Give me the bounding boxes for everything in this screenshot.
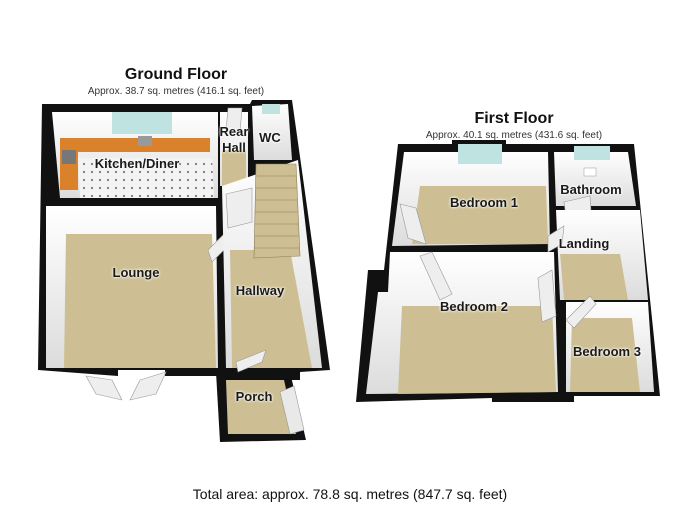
bedroom2-floor: [398, 306, 556, 394]
bedroom1-window: [458, 144, 502, 164]
room-label-bathroom: Bathroom: [560, 182, 622, 197]
kitchen-worktop: [60, 138, 210, 152]
porch-front-door: [279, 385, 305, 435]
hob: [62, 150, 76, 164]
porch-floor: [226, 380, 296, 434]
room-label-porch: Porch: [235, 389, 273, 404]
first-floor-plan: [356, 140, 660, 402]
room-label-hallway: Hallway: [235, 283, 285, 298]
lounge-front-door-right: [129, 371, 167, 401]
bedroom3-door: [565, 295, 597, 329]
total-area: Total area: approx. 78.8 sq. metres (847…: [192, 486, 508, 502]
bathroom-basin: [583, 167, 597, 177]
room-label-hall: Hall: [222, 140, 246, 155]
room-label-wc: WC: [259, 130, 281, 145]
bathroom-walls: [554, 152, 636, 206]
room-label-bedroom-1: Bedroom 1: [450, 195, 518, 210]
wc-window: [262, 104, 280, 114]
kitchen-floor: [78, 158, 214, 198]
room-label-rear: Rear: [219, 124, 249, 139]
hallway-floor: [230, 250, 312, 368]
ground-floor-plan: [38, 100, 330, 442]
ground-floor-title: Ground Floor: [124, 66, 228, 83]
hallway-door: [225, 187, 253, 229]
kitchen-sink: [138, 136, 152, 146]
staircase: [253, 163, 301, 259]
wc-walls: [252, 104, 292, 160]
room-label-bedroom-3: Bedroom 3: [573, 344, 641, 359]
porch-inner-door: [235, 349, 267, 373]
room-label-kitchen-diner: Kitchen/Diner: [94, 156, 180, 171]
bedroom2-door-2: [537, 269, 557, 323]
rear-hall-door: [225, 107, 243, 133]
landing-door: [547, 225, 565, 253]
lounge-front-door-left: [85, 375, 123, 401]
landing-floor: [560, 254, 628, 300]
bedroom1-floor: [412, 186, 548, 244]
ground-floor-area: Approx. 38.7 sq. metres (416.1 sq. feet): [87, 86, 265, 97]
bedroom1-wardrobe-door: [399, 203, 427, 245]
room-label-lounge: Lounge: [112, 265, 160, 280]
bathroom-window: [574, 146, 610, 160]
stair-treads: [254, 175, 299, 249]
room-label-bedroom-2: Bedroom 2: [440, 299, 508, 314]
bedroom2-door: [419, 251, 453, 301]
first-floor-title: First Floor: [474, 110, 554, 127]
bedroom3-floor: [570, 318, 640, 392]
lounge-floor: [64, 234, 216, 368]
room-label-landing: Landing: [558, 236, 610, 251]
kitchen-window: [112, 112, 172, 134]
first-floor-area: Approx. 40.1 sq. metres (431.6 sq. feet): [425, 130, 603, 141]
